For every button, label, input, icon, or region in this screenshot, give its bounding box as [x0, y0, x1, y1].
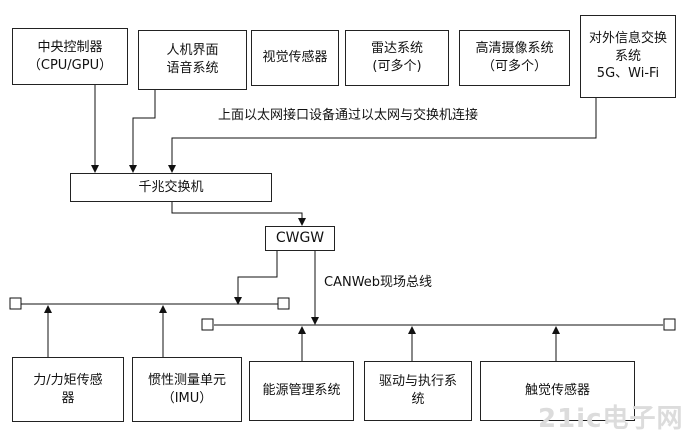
gigabit-switch-box: 千兆交换机 — [70, 173, 272, 202]
tactile-sensor-box: 触觉传感器 — [480, 361, 635, 421]
left-bus-terminator-right — [277, 297, 290, 310]
hmi-voice-box: 人机界面 语音系统 — [138, 30, 247, 90]
bus-label: CANWeb现场总线 — [324, 275, 433, 290]
central-controller-box: 中央控制器 （CPU/GPU） — [12, 28, 128, 85]
energy-management-box: 能源管理系统 — [249, 361, 354, 421]
hmi-to-switch-line — [129, 90, 156, 173]
imu-box: 惯性测量单元 （IMU） — [132, 357, 242, 422]
right-bus-terminator-right — [663, 318, 676, 331]
drive-actuation-box: 驱动与执行系 统 — [364, 361, 472, 421]
left-bus-terminator-left — [9, 297, 22, 310]
hd-camera-system-box: 高清摄像系统 （可多个） — [459, 30, 570, 86]
cwgw-to-left-bus-line — [234, 251, 278, 305]
force-torque-sensor-box: 力/力矩传感 器 — [12, 357, 124, 422]
site-watermark: 21ic电子网 — [538, 404, 684, 434]
vision-sensor-box: 视觉传感器 — [251, 30, 339, 86]
cwgw-box: CWGW — [265, 226, 335, 251]
radar-system-box: 雷达系统 (可多个) — [345, 30, 449, 86]
ethernet-note: 上面以太网接口设备通过以太网与交换机连接 — [218, 108, 479, 123]
right-bus-terminator-left — [201, 318, 214, 331]
external-to-switch-line — [168, 98, 597, 173]
external-exchange-box: 对外信息交换 系统 5G、Wi-Fi — [580, 15, 676, 98]
switch-to-cwgw-line — [171, 202, 306, 226]
